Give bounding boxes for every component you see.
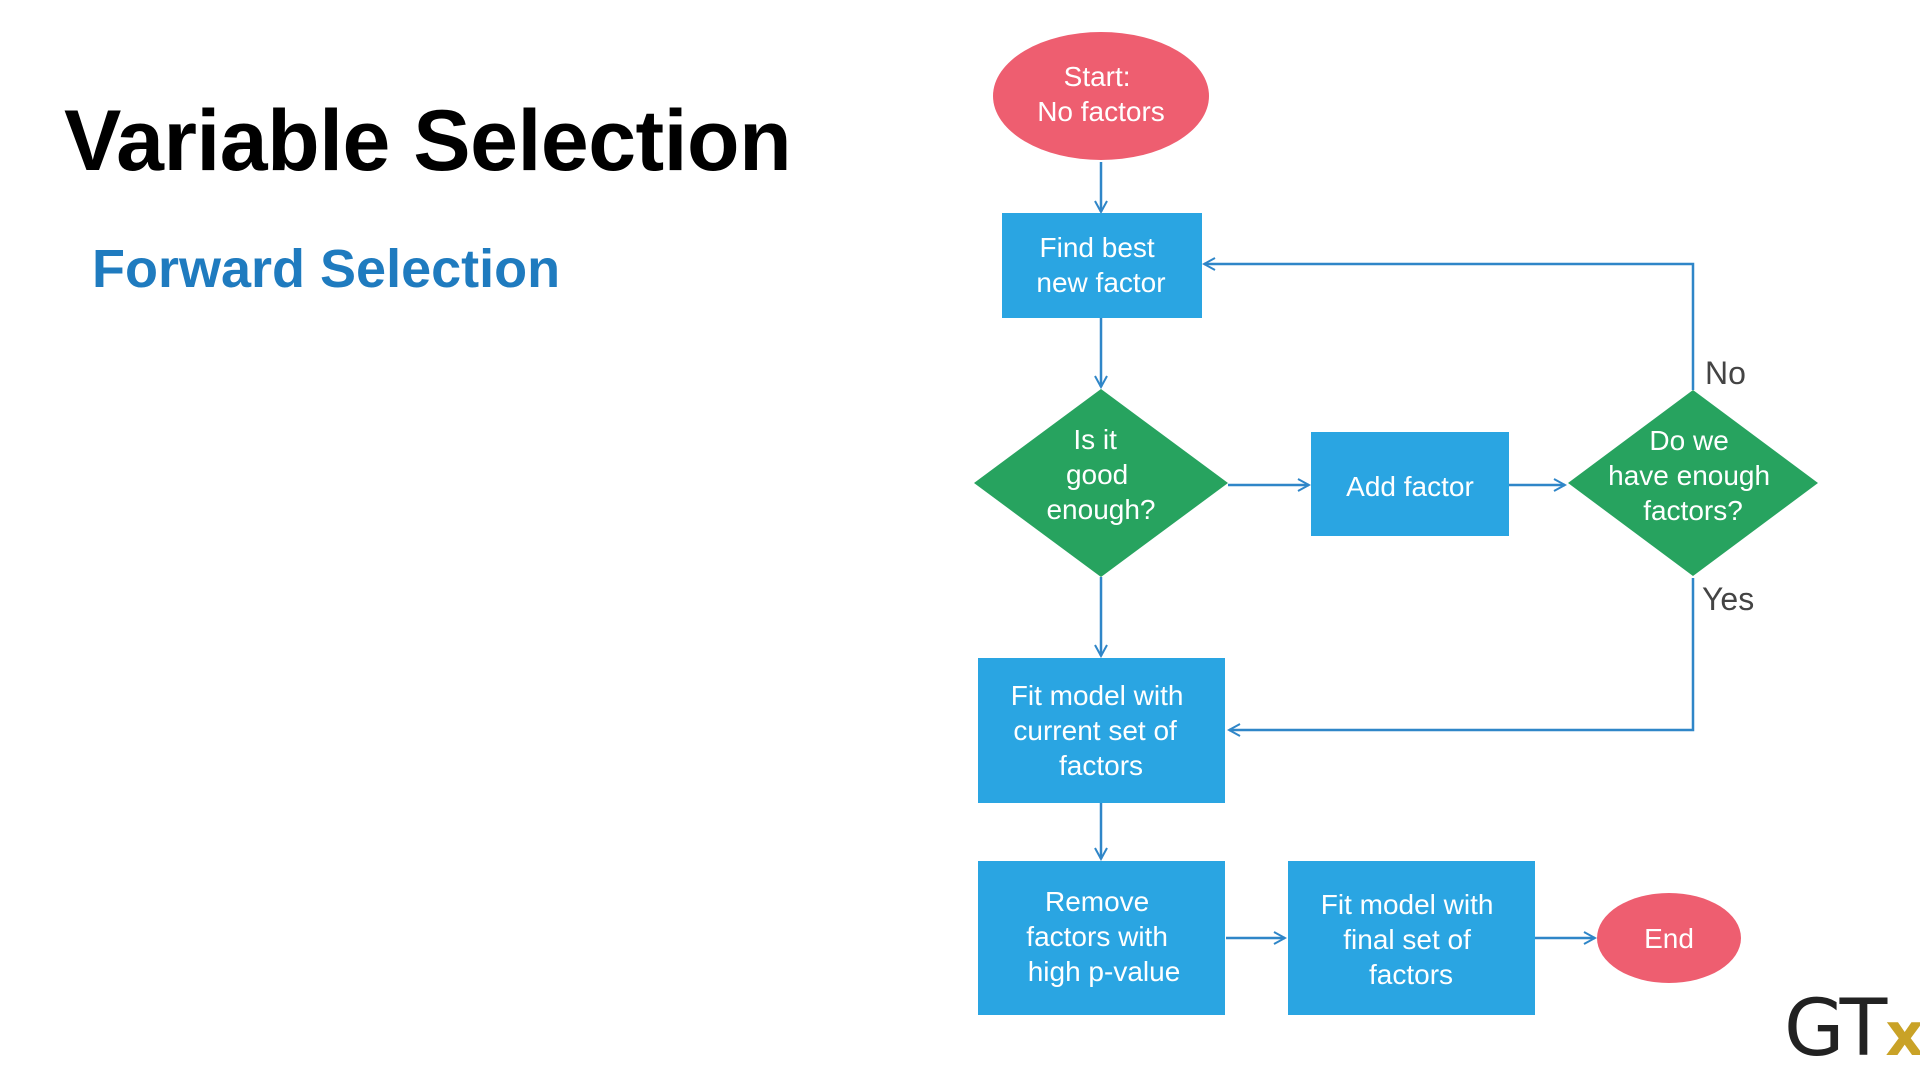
node-good-enough-line: good	[1066, 459, 1128, 490]
node-start: Start: No factors	[993, 32, 1209, 160]
svg-text:Find best new factor: Find best new factor	[1036, 232, 1165, 298]
node-good-enough-line: enough?	[1046, 494, 1155, 525]
node-add-factor-line: Add factor	[1346, 471, 1474, 502]
node-remove-factors-line: Remove	[1045, 886, 1149, 917]
svg-text:Remove factors with: Remove factors with high p-value	[1026, 886, 1180, 987]
edge-enough-no-to-find	[1204, 264, 1695, 390]
svg-text:End: End	[1644, 923, 1694, 954]
end-shape	[1597, 893, 1741, 983]
fit-current-shape	[978, 658, 1225, 803]
svg-text:Fit model with current s: Fit model with current set of factors	[1011, 680, 1192, 781]
node-find-best-line: new factor	[1036, 267, 1165, 298]
start-shape	[993, 32, 1209, 160]
node-start-line: No factors	[1037, 96, 1165, 127]
edge-label-yes: Yes	[1702, 581, 1754, 617]
node-good-enough: Is it good enough?	[974, 389, 1228, 577]
gtx-logo-text: GT	[1784, 984, 1887, 1074]
node-fit-final-line: final set of	[1343, 924, 1471, 955]
svg-text:Start: No factors: Start: No factors	[1037, 61, 1165, 127]
node-start-line: Start:	[1064, 61, 1131, 92]
svg-text:Fit model with final set: Fit model with final set of factors	[1321, 889, 1502, 990]
flowchart-edges	[1101, 162, 1695, 938]
node-remove-factors: Remove factors with high p-value	[978, 861, 1225, 1015]
edge-label-no: No	[1705, 355, 1746, 391]
node-add-factor: Add factor	[1311, 432, 1509, 536]
node-enough-factors-line: Do we	[1649, 425, 1728, 456]
enough-factors-shape	[1568, 390, 1818, 576]
edge-enough-yes-to-fit	[1229, 578, 1695, 730]
node-end-line: End	[1644, 923, 1694, 954]
node-fit-current-line: factors	[1059, 750, 1143, 781]
node-fit-current-line: current set of	[1013, 715, 1177, 746]
node-end: End	[1597, 893, 1741, 983]
find-best-shape	[1002, 213, 1202, 318]
node-enough-factors-line: factors?	[1643, 495, 1743, 526]
svg-text:Add factor: Add factor	[1346, 471, 1474, 502]
slide-subtitle: Forward Selection	[92, 239, 561, 299]
node-fit-final-line: Fit model with	[1321, 889, 1494, 920]
node-find-best-line: Find best	[1040, 232, 1155, 263]
remove-factors-shape	[978, 861, 1225, 1015]
node-fit-final: Fit model with final set of factors	[1288, 861, 1535, 1015]
gtx-logo: GTx	[1784, 990, 1920, 1068]
node-good-enough-line: Is it	[1073, 424, 1117, 455]
svg-text:Is it good enough?: Is it good enough?	[1046, 424, 1155, 525]
node-enough-factors: Do we have enough factors?	[1568, 390, 1818, 576]
slide-title: Variable Selection	[64, 93, 792, 189]
node-enough-factors-line: have enough	[1608, 460, 1770, 491]
node-fit-current-line: Fit model with	[1011, 680, 1184, 711]
node-fit-current: Fit model with current set of factors	[978, 658, 1225, 803]
svg-text:Do we have enough: Do we have enough factors?	[1608, 425, 1778, 526]
node-find-best: Find best new factor	[1002, 213, 1202, 318]
node-fit-final-line: factors	[1369, 959, 1453, 990]
gtx-logo-accent: x	[1885, 1000, 1920, 1070]
node-remove-factors-line: high p-value	[1028, 956, 1181, 987]
node-remove-factors-line: factors with	[1026, 921, 1168, 952]
add-factor-shape	[1311, 432, 1509, 536]
fit-final-shape	[1288, 861, 1535, 1015]
good-enough-shape	[974, 389, 1228, 577]
